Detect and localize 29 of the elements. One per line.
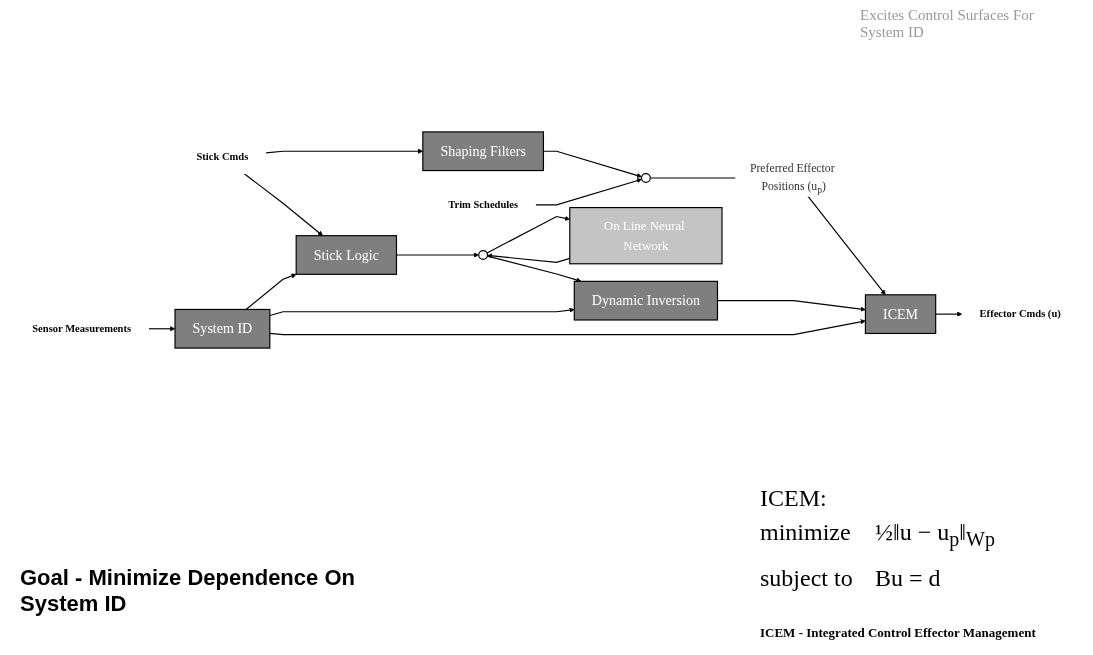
formula: ½‖u − u$_{p}$‖$_{Wp}$	[875, 519, 995, 551]
footnote: ICEM - Integrated Control Effector Management	[760, 625, 1036, 641]
goal-note: Goal - Minimize Dependence On System ID	[20, 565, 356, 617]
node-box: On Line Neural Network	[569, 207, 723, 265]
arrow	[269, 319, 866, 336]
node-circle	[478, 250, 489, 260]
arrow	[486, 215, 570, 254]
arrow	[486, 255, 582, 283]
arrow	[535, 178, 642, 206]
node-box: System ID	[174, 308, 271, 349]
side-note: Excites Control Surfaces For System ID	[860, 7, 1035, 41]
node-text: Sensor Measurements	[32, 322, 132, 335]
node-box: Stick Logic	[295, 235, 398, 275]
arrow	[245, 273, 297, 311]
node-box: Dynamic Inversion	[573, 280, 719, 321]
arrow	[269, 307, 575, 317]
node-box: Shaping Filters	[422, 131, 545, 172]
formula: Bu = d	[875, 565, 941, 592]
formula-heading: ICEM:	[760, 485, 827, 512]
formula-text: minimize	[760, 519, 851, 546]
edge-label: Preferred Effector Positions (u$_{p}$)	[749, 161, 835, 195]
node-circle	[640, 173, 651, 183]
node-text: Trim Schedules	[448, 198, 519, 211]
formula-text: subject to	[760, 565, 853, 592]
node-box: ICEM	[864, 294, 937, 335]
arrow	[935, 311, 963, 317]
node-text: Effector Cmds (u)	[979, 307, 1061, 320]
node-text: Stick Cmds	[196, 150, 249, 163]
arrow	[243, 173, 323, 236]
